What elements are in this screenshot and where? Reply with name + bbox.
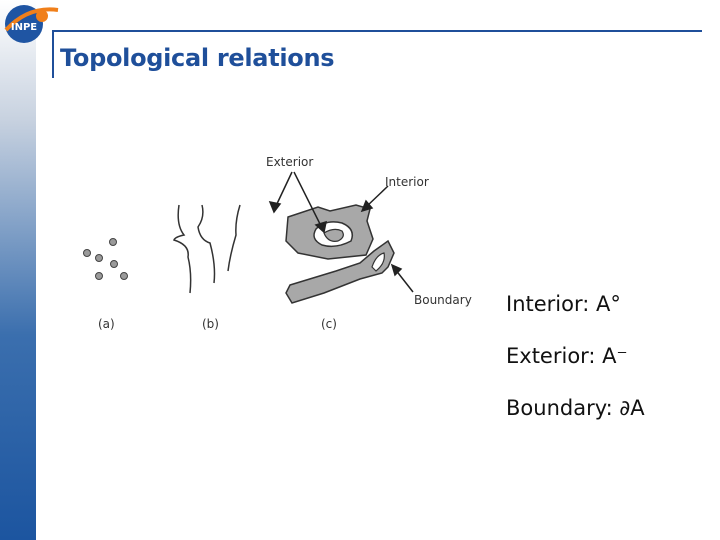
panel-label-b: (b)	[202, 317, 219, 331]
definition-boundary: Boundary: ∂A	[506, 396, 645, 420]
topology-figure: Exterior Interior Boundary (a) (b) (c)	[83, 155, 472, 331]
exterior-callout: Exterior	[266, 155, 313, 169]
panel-a-points	[83, 238, 128, 280]
panel-b-lines	[173, 204, 241, 294]
interior-callout: Interior	[385, 175, 429, 189]
panel-label-a: (a)	[98, 317, 115, 331]
panel-label-c: (c)	[321, 317, 337, 331]
side-gradient-bar	[0, 0, 36, 540]
callout-arrows	[268, 171, 414, 293]
panel-c-regions	[285, 204, 395, 304]
inpe-logo: INPE	[4, 5, 59, 43]
definition-exterior: Exterior: A⁻	[506, 344, 628, 368]
page-title: Topological relations	[60, 44, 335, 72]
header-rule	[54, 30, 702, 32]
boundary-callout: Boundary	[414, 293, 472, 307]
definition-list: Interior: A° Exterior: A⁻ Boundary: ∂A	[506, 282, 645, 438]
definition-interior: Interior: A°	[506, 292, 621, 316]
logo-text: INPE	[11, 22, 37, 33]
title-accent-rule	[52, 30, 54, 78]
